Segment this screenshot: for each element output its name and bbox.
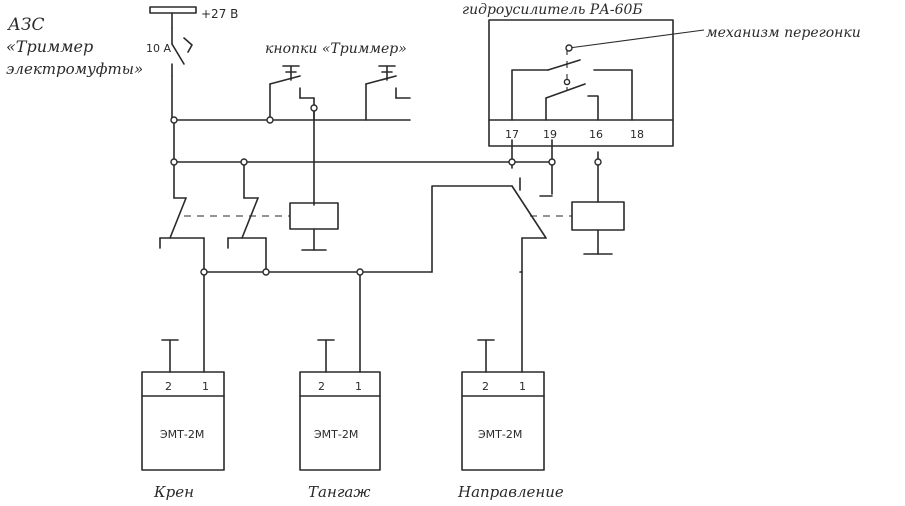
terminal-16: 16 <box>589 128 603 141</box>
azs-label-line3: электромуфты» <box>6 60 143 78</box>
mechanism-label: механизм перегонки <box>706 25 861 41</box>
supply-bus-bar <box>149 6 197 14</box>
unit-caption-roll: Крен <box>153 483 194 501</box>
breaker-contact <box>171 43 185 65</box>
junction-node <box>200 268 208 276</box>
unit-pin-1: 1 <box>519 380 526 393</box>
emt-unit-roll: 2 1 ЭМТ-2М Крен <box>141 339 225 501</box>
azs-label-line1: АЗС <box>7 15 44 35</box>
unit-model: ЭМТ-2М <box>160 428 204 441</box>
terminal-17: 17 <box>505 128 519 141</box>
emt-unit-yaw: 2 1 ЭМТ-2М Направление <box>457 339 564 501</box>
unit-pin-2: 2 <box>482 380 489 393</box>
junction-node <box>262 268 270 276</box>
unit-pin-2: 2 <box>165 380 172 393</box>
trimmer-buttons-label: кнопки «Триммер» <box>265 41 407 57</box>
trimmer-button-2 <box>365 65 411 121</box>
relay-contacts-left <box>159 161 290 273</box>
junction-node <box>310 104 318 112</box>
junction-nodes <box>170 44 602 276</box>
junction-node <box>548 158 556 166</box>
junction-node <box>170 158 178 166</box>
junction-node <box>594 158 602 166</box>
terminal-18: 18 <box>630 128 644 141</box>
unit-caption-pitch: Тангаж <box>308 483 370 501</box>
circuit-breaker-label: АЗС «Триммер электромуфты» <box>6 15 143 78</box>
junction-node <box>170 116 178 124</box>
azs-label-line2: «Триммер <box>6 37 93 56</box>
relay-coil-1 <box>289 202 339 251</box>
relay-contact-right <box>431 177 572 273</box>
emt-unit-pitch: 2 1 ЭМТ-2М Тангаж <box>299 339 381 501</box>
junction-node <box>565 44 573 52</box>
unit-pin-1: 1 <box>202 380 209 393</box>
junction-node <box>563 78 571 86</box>
power-supply <box>149 6 197 123</box>
junction-node <box>356 268 364 276</box>
ra60b-block: 17 19 16 18 <box>488 19 705 147</box>
junction-node <box>266 116 274 124</box>
junction-node <box>240 158 248 166</box>
unit-pin-2: 2 <box>318 380 325 393</box>
trimmer-button-1 <box>269 65 315 121</box>
unit-caption-yaw: Направление <box>457 483 564 501</box>
relay-coil-2 <box>571 151 625 255</box>
fuse-rating-label: 10 А <box>146 42 171 55</box>
unit-model: ЭМТ-2М <box>314 428 358 441</box>
junction-node <box>508 158 516 166</box>
terminal-19: 19 <box>543 128 557 141</box>
voltage-label: +27 В <box>201 7 238 21</box>
unit-model: ЭМТ-2М <box>478 428 522 441</box>
hydraulic-booster-label: гидроусилитель РА-60Б <box>462 2 643 18</box>
unit-pin-1: 1 <box>355 380 362 393</box>
